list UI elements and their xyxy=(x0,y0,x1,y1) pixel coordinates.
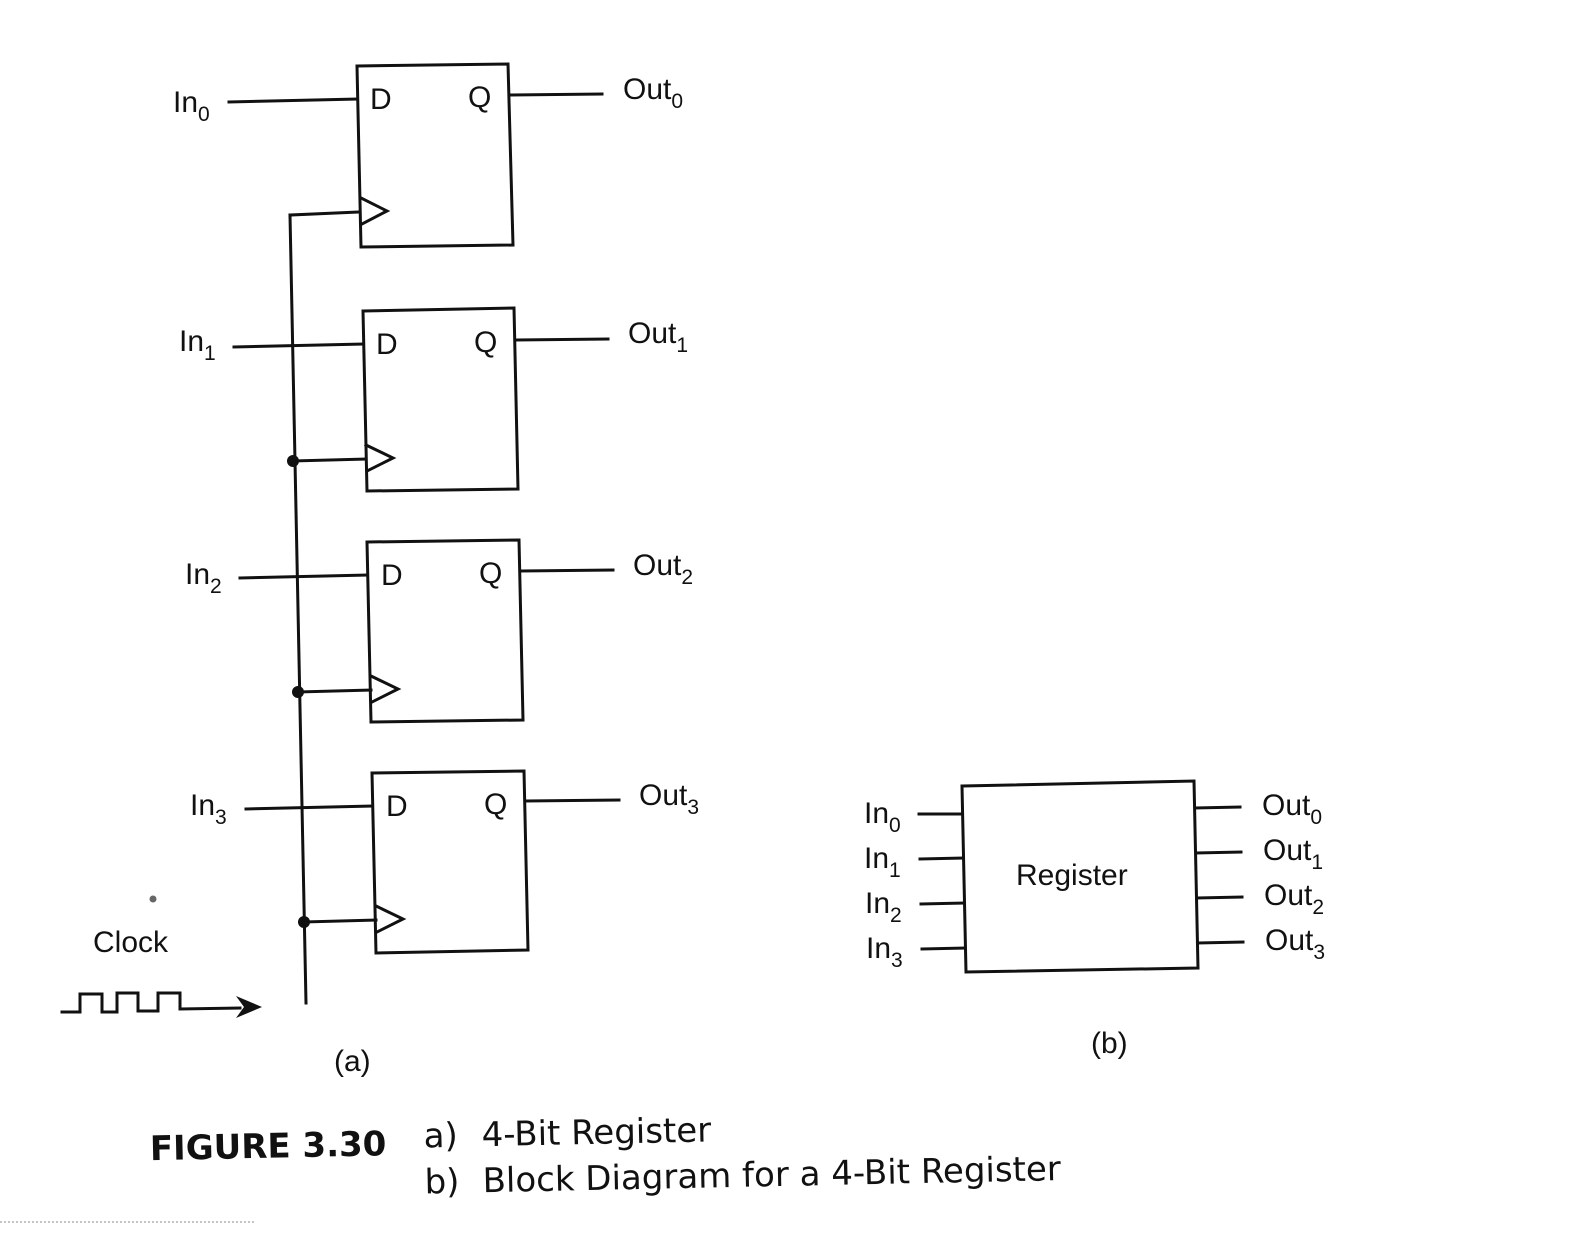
input-label: In1 xyxy=(179,325,216,365)
figure-caption: FIGURE 3.30 a) 4-Bit Register b) Block D… xyxy=(149,1110,1061,1203)
input-wire xyxy=(232,342,365,349)
d-pin-label: D xyxy=(381,559,403,592)
junction-dot xyxy=(298,916,310,928)
clock-wire xyxy=(302,918,378,924)
input-label: In0 xyxy=(173,86,210,126)
input-wire xyxy=(244,804,374,811)
input-pin-2-label: In2 xyxy=(865,887,902,927)
output-pin-0-wire xyxy=(1193,805,1242,810)
junction-dot xyxy=(287,455,299,467)
output-pin-0-label: Out0 xyxy=(1262,789,1322,829)
input-pin-1-wire xyxy=(918,856,965,861)
output-label: Out3 xyxy=(639,779,699,819)
caption-a-marker: a) xyxy=(423,1116,458,1157)
clock-triangle-icon xyxy=(373,903,407,935)
input-label: In2 xyxy=(185,558,222,598)
output-wire xyxy=(509,92,604,97)
output-pin-3-wire xyxy=(1196,940,1245,945)
input-pin-3-wire xyxy=(920,946,967,951)
arrow-head-icon xyxy=(236,996,262,1018)
flip-flop-1: D Q In1 Out1 xyxy=(179,306,688,493)
flip-flop-box xyxy=(370,769,530,955)
output-pin-1-label: Out1 xyxy=(1263,834,1323,874)
d-pin-label: D xyxy=(376,328,398,361)
caption-a-text: 4-Bit Register xyxy=(481,1110,711,1155)
q-pin-label: Q xyxy=(474,326,497,359)
clock-triangle-icon xyxy=(368,673,402,705)
d-pin-label: D xyxy=(386,790,408,823)
flip-flop-box xyxy=(355,62,515,249)
flip-flop-box xyxy=(361,306,520,493)
output-pin-1-wire xyxy=(1194,850,1243,855)
junction-dot xyxy=(292,686,304,698)
input-pin-0-label: In0 xyxy=(864,797,901,837)
speck xyxy=(149,895,157,903)
clock-triangle-icon xyxy=(358,195,391,227)
output-pin-2-label: Out2 xyxy=(1264,879,1324,919)
clock-waveform-icon xyxy=(60,991,262,1018)
clock-triangle-icon xyxy=(363,442,397,474)
input-pin-2-wire xyxy=(919,901,966,906)
input-wire xyxy=(238,573,369,580)
panel-a: D Q In0 Out0 D Q In1 Out1 D Q xyxy=(60,62,699,1078)
panel-b: Register In0 In1 In2 In3 Out0 Out1 Out2 … xyxy=(864,779,1325,1060)
q-pin-label: Q xyxy=(479,557,502,590)
output-pin-2-wire xyxy=(1195,895,1244,900)
clock-label: Clock xyxy=(93,926,169,959)
q-pin-label: Q xyxy=(468,81,491,114)
clock-bus-wire xyxy=(288,213,308,1005)
flip-flop-box xyxy=(365,538,525,724)
input-label: In3 xyxy=(190,789,227,829)
output-label: Out1 xyxy=(628,317,688,357)
output-wire xyxy=(514,337,610,342)
d-pin-label: D xyxy=(370,83,392,116)
input-pin-3-label: In3 xyxy=(866,932,903,972)
q-pin-label: Q xyxy=(484,788,507,821)
flip-flop-0: D Q In0 Out0 xyxy=(173,62,683,249)
caption-b-marker: b) xyxy=(424,1162,460,1203)
input-wire xyxy=(227,97,359,104)
flip-flop-2: D Q In2 Out2 xyxy=(185,538,693,724)
output-label: Out2 xyxy=(633,549,693,589)
input-pin-1-label: In1 xyxy=(864,842,901,882)
register-block-label: Register xyxy=(1016,859,1128,892)
clock-wire-ff0 xyxy=(288,210,362,217)
output-wire xyxy=(524,798,621,803)
figure-number: FIGURE 3.30 xyxy=(149,1124,386,1169)
output-pin-3-label: Out3 xyxy=(1265,924,1325,964)
output-label: Out0 xyxy=(623,73,683,113)
panel-b-label: (b) xyxy=(1091,1027,1128,1060)
clock-wire xyxy=(296,688,373,694)
output-wire xyxy=(519,568,615,573)
flip-flop-3: D Q In3 Out3 xyxy=(190,769,699,955)
panel-a-label: (a) xyxy=(334,1045,371,1078)
register-block xyxy=(960,779,1200,974)
caption-b-text: Block Diagram for a 4-Bit Register xyxy=(482,1149,1061,1201)
clock-wire xyxy=(291,457,368,463)
